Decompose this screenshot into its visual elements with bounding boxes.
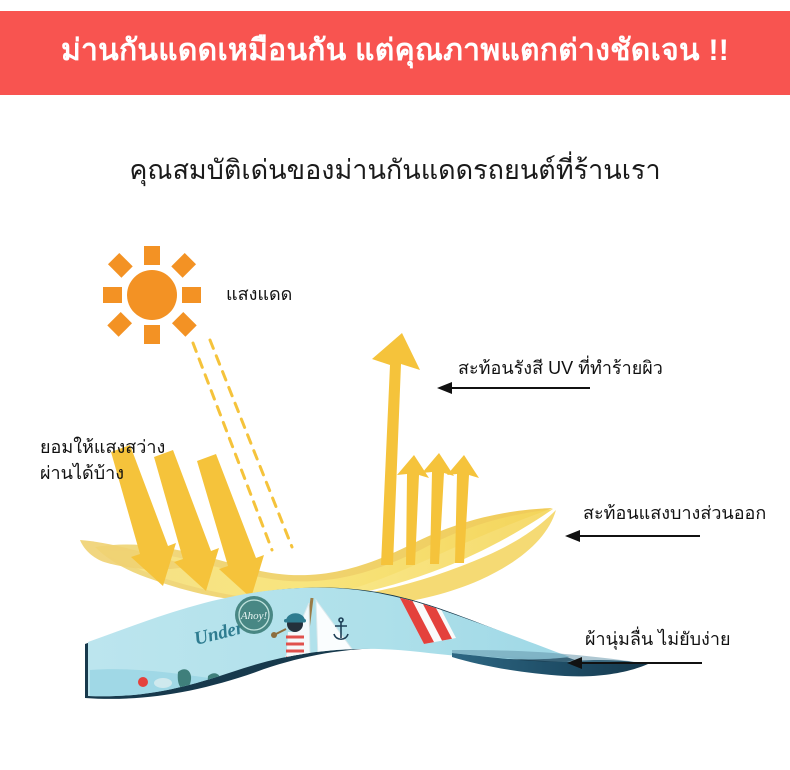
label-light-transmission-line1: ยอมให้แสงสว่าง [40, 437, 166, 457]
label-partial-reflection: สะท้อนแสงบางส่วนออก [583, 503, 767, 523]
label-light-transmission-line2: ผ่านได้บ้าง [40, 463, 125, 484]
incoming-light-arrow-2 [154, 450, 219, 591]
dashed-ray-1 [191, 341, 274, 552]
partial-reflect-arrow-2 [422, 453, 454, 564]
incoming-light-arrow-group [111, 445, 264, 598]
label-light-transmission: ยอมให้แสงสว่าง ผ่านได้บ้าง [40, 434, 165, 486]
printed-fabric-layer: Under Ahoy! [85, 587, 650, 699]
callout-arrow-group [437, 382, 702, 669]
partial-reflect-arrow-3 [447, 455, 479, 563]
incoming-light-arrow-3 [197, 454, 264, 598]
callout-arrow-uv [437, 382, 590, 394]
page-subtitle: คุณสมบัติเด่นของม่านกันแดดรถยนต์ที่ร้านเ… [129, 155, 661, 185]
label-sunlight: แสงแดด [226, 284, 293, 304]
partial-reflect-arrow-1 [397, 455, 429, 565]
sun-icon [103, 246, 201, 344]
partial-reflect-arrow-group [397, 453, 479, 565]
uv-reflect-arrow [372, 333, 420, 565]
callout-arrow-partial [565, 530, 700, 542]
sunshade-diagram: Under Ahoy! [0, 220, 790, 720]
anchor-icon [333, 617, 349, 641]
header-title: ม่านกันแดดเหมือนกัน แต่คุณภาพแตกต่างชัดเ… [60, 34, 730, 67]
svg-text:Ahoy!: Ahoy! [240, 610, 268, 622]
header-banner: ม่านกันแดดเหมือนกัน แต่คุณภาพแตกต่างชัดเ… [0, 11, 790, 95]
fabric-navy-tail [452, 653, 648, 677]
label-fabric-quality: ผ้านุ่มลื่น ไม่ยับง่าย [585, 629, 731, 649]
dashed-ray-2 [208, 338, 294, 549]
label-uv-reflection: สะท้อนรังสี UV ที่ทำร้ายผิว [458, 358, 663, 378]
callout-arrow-fabric [567, 657, 702, 669]
dashed-ray-group [191, 338, 294, 552]
fabric-badge: Ahoy! [235, 596, 273, 634]
incoming-light-arrow-1 [111, 445, 176, 586]
life-ring-icon [347, 657, 367, 677]
